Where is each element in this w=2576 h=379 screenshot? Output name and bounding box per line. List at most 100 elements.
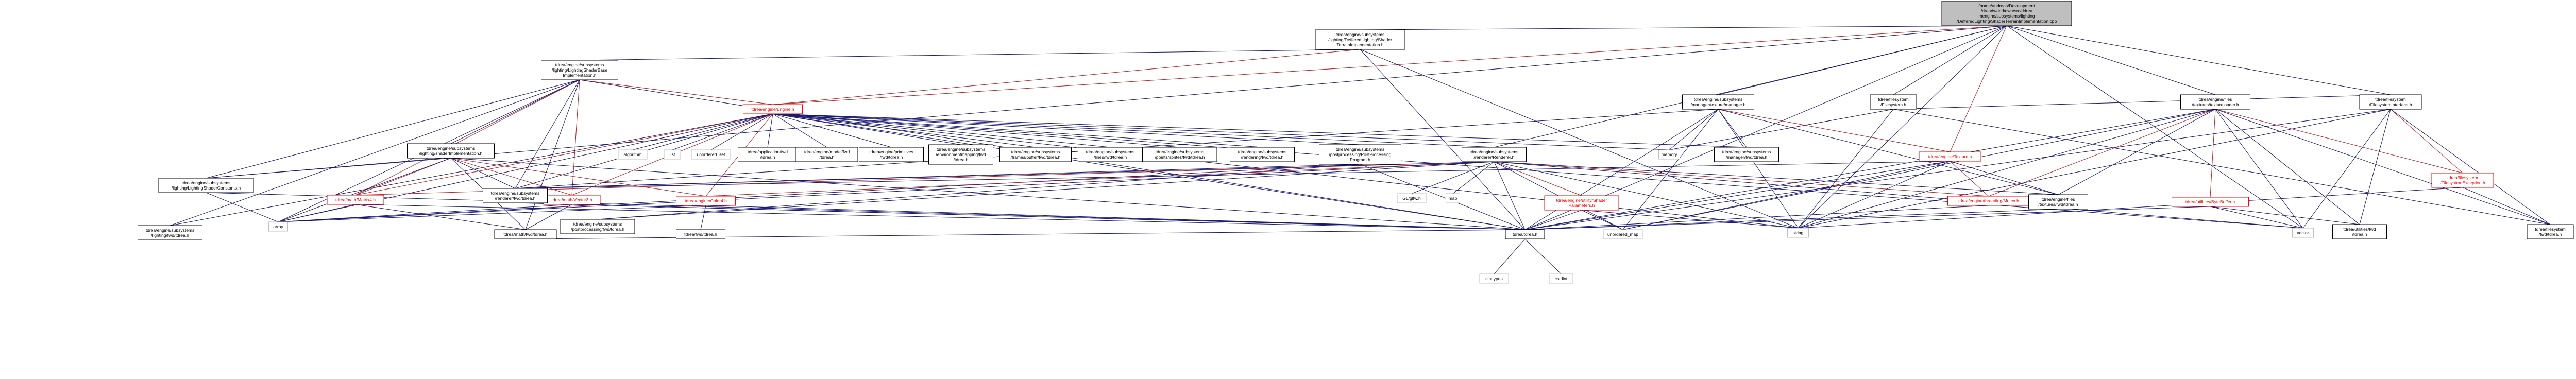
node-box bbox=[407, 143, 495, 159]
node-box bbox=[1479, 273, 1509, 284]
edge-texture-to-texfwd bbox=[1950, 161, 2059, 195]
graph-node-lightfwd[interactable]: tdrea/engine/subsystems/lighting/fwd/tdr… bbox=[138, 225, 202, 240]
graph-node-texfwd[interactable]: tdrea/engine/files/textures/fwd/tdrea.h bbox=[2028, 194, 2088, 210]
graph-node-linesfwd[interactable]: tdrea/engine/subsystems/lines/fwd/tdrea.… bbox=[1078, 147, 1143, 162]
node-label-line: /environmentmapping/fwd bbox=[936, 152, 986, 157]
graph-node-modelfwd[interactable]: tdrea/engine/model/fwd/tdrea.h bbox=[795, 147, 858, 162]
edge-renderer-to-string bbox=[1494, 161, 1799, 229]
graph-node-dlsr[interactable]: tdrea/engine/subsystems/lighting/Lightin… bbox=[541, 60, 618, 80]
graph-node-primfwd[interactable]: tdrea/engine/primitives/fwd/tdrea.h bbox=[859, 147, 924, 162]
graph-node-matrix4[interactable]: tdrea/math/Matrix4.h bbox=[327, 195, 384, 205]
node-label-line: /frames/buffer/fwd/tdrea.h bbox=[1011, 154, 1061, 160]
node-box bbox=[1714, 147, 1779, 162]
edge-renderer-to-rendfwd2 bbox=[515, 161, 1495, 189]
node-label-line: tdrea/engine/subsystems bbox=[182, 180, 231, 185]
node-box bbox=[1230, 147, 1295, 162]
graph-node-mathfwd[interactable]: tdrea/math/fwd/tdrea.h bbox=[494, 229, 557, 239]
graph-node-rendfwd[interactable]: tdrea/engine/subsystems/rendering/fwd/td… bbox=[1230, 147, 1295, 162]
node-box bbox=[327, 195, 384, 205]
graph-node-fwdfwd[interactable]: tdrea/fwd/tdrea.h bbox=[676, 229, 725, 239]
node-box bbox=[1142, 147, 1217, 162]
graph-node-utilfwd[interactable]: tdrea/utilities/fwd/tdrea.h bbox=[2332, 224, 2387, 239]
node-label-line: tdrea/engine/subsystems bbox=[937, 147, 986, 152]
graph-node-appfwd[interactable]: tdrea/application/fwd/tdrea.h bbox=[738, 147, 798, 162]
edge-root-to-fsint bbox=[2006, 25, 2391, 95]
node-box bbox=[1919, 151, 1981, 162]
node-box bbox=[795, 147, 858, 162]
edge-matrix4-to-mathfwd bbox=[355, 204, 526, 230]
graph-node-tmgr[interactable]: tdrea/engine/subsystems/manager/texture/… bbox=[1682, 94, 1754, 110]
node-box bbox=[1603, 229, 1643, 239]
graph-node-vector: vector bbox=[2292, 228, 2314, 238]
node-label-line: GL/glfw.h bbox=[1402, 196, 1421, 201]
graph-node-ptsfwd[interactable]: tdrea/engine/subsystems/points/sprites/f… bbox=[1142, 147, 1217, 162]
node-label-line: /tdrea.h bbox=[820, 154, 835, 160]
edge-tload-to-mutex bbox=[1988, 109, 2216, 197]
graph-node-postproc[interactable]: tdrea/engine/subsystems/postprocessing/P… bbox=[1319, 144, 1401, 165]
edge-tdreah-to-cstdint bbox=[1524, 238, 1562, 274]
graph-node-framesfwd[interactable]: tdrea/engine/subsystems/frames/buffer/fw… bbox=[999, 147, 1072, 162]
edge-renderer-to-shparams bbox=[1494, 161, 1582, 196]
graph-node-dshti[interactable]: tdrea/engine/subsystems/lighting/Deffere… bbox=[1315, 29, 1405, 50]
node-label-line: /manager/fwd/tdrea.h bbox=[1726, 154, 1768, 160]
node-label-line: tdrea/filesystem bbox=[2535, 227, 2566, 232]
node-label-line: /renderer/fwd/tdrea.h bbox=[495, 196, 536, 201]
graph-node-mutex[interactable]: tdrea/engine/threading/Mutex.h bbox=[1947, 196, 2030, 206]
node-label-line: /tdrea.h bbox=[760, 154, 775, 160]
node-label-line: map bbox=[1449, 196, 1458, 201]
graph-node-engine[interactable]: tdrea/engine/Engine.h bbox=[743, 104, 803, 114]
graph-node-memory: memory bbox=[1658, 149, 1680, 160]
edge-tmgr-to-texfwd bbox=[1718, 109, 2059, 195]
graph-node-color[interactable]: tdrea/engine/Color4.h bbox=[676, 196, 736, 206]
edge-root-to-renderer bbox=[1494, 25, 2007, 148]
graph-node-umap2: unordered_map bbox=[1603, 229, 1643, 239]
graph-node-algorithm: algorithm bbox=[618, 149, 648, 160]
node-box bbox=[676, 196, 736, 206]
edge-renderer-to-color bbox=[705, 161, 1495, 197]
edge-engine-to-umap bbox=[710, 113, 773, 150]
node-label-line: /lighting/LightingShaderConstants.h bbox=[172, 185, 241, 191]
graph-node-mgrfwd[interactable]: tdrea/engine/subsystems/manager/fwd/tdre… bbox=[1714, 147, 1779, 162]
node-label-line: tdrea/engine/subsystems bbox=[1722, 149, 1771, 154]
node-box bbox=[999, 147, 1072, 162]
graph-node-fsint[interactable]: tdrea/filesystem/FilesystemInterface.h bbox=[2359, 94, 2422, 110]
edge-fsys-to-fsfwd bbox=[1893, 109, 2551, 225]
graph-node-tdreah[interactable]: tdrea/tdrea.h bbox=[1505, 229, 1545, 239]
edge-shimp-to-color bbox=[450, 158, 706, 197]
graph-node-shimp[interactable]: tdrea/engine/subsystems/lighting/shaderI… bbox=[407, 143, 495, 159]
edge-tload-to-fsexc bbox=[2215, 109, 2463, 174]
edge-color-to-array bbox=[278, 205, 706, 222]
edge-vector3-to-mathfwd bbox=[525, 204, 572, 230]
node-label-line: /tdrea.h bbox=[954, 157, 969, 162]
graph-node-vector3[interactable]: tdrea/math/Vector3.h bbox=[543, 195, 601, 205]
graph-node-tload[interactable]: tdrea/engine/files/textures/textureloade… bbox=[2180, 94, 2250, 110]
node-box bbox=[2527, 224, 2574, 239]
edge-tload-to-bytebuf bbox=[2210, 109, 2216, 198]
graph-node-texture[interactable]: tdrea/engine/Texture.h bbox=[1919, 151, 1981, 162]
node-box bbox=[560, 219, 635, 234]
graph-node-lscnst[interactable]: tdrea/engine/subsystems/lighting/Lightin… bbox=[158, 178, 254, 193]
edge-shimp-to-array bbox=[278, 158, 451, 222]
edge-renderer-to-mutex bbox=[1494, 161, 1989, 197]
node-box bbox=[494, 229, 557, 239]
graph-node-bytebuf[interactable]: tdrea/utilities/ByteBuffer.h bbox=[2172, 197, 2249, 207]
graph-node-fsfwd[interactable]: tdrea/filesystem/fwd/tdrea.h bbox=[2527, 224, 2574, 239]
graph-node-renderer[interactable]: tdrea/engine/subsystems/renderer/Rendere… bbox=[1462, 147, 1527, 162]
edge-rendfwd2-to-tdreah bbox=[515, 202, 1526, 230]
edge-renderer-to-map bbox=[1452, 161, 1495, 194]
graph-node-rendfwd2[interactable]: tdrea/engine/subsystems/renderer/fwd/tdr… bbox=[483, 188, 548, 203]
graph-node-fsys[interactable]: tdrea/filesystem/Filesystem.h bbox=[1870, 94, 1917, 110]
graph-node-envfwd[interactable]: tdrea/engine/subsystems/environmentmappi… bbox=[928, 144, 993, 165]
graph-node-cinttypes: cinttypes bbox=[1479, 273, 1509, 284]
node-label-line: tdrea/engine/subsystems bbox=[1086, 149, 1135, 154]
edge-matrix4-to-tdreah bbox=[355, 204, 1526, 230]
edge-root-to-vector bbox=[2006, 25, 2303, 229]
node-label-line: tdrea/engine/subsystems bbox=[555, 62, 604, 67]
node-label-line: tdrea/engine/subsystems bbox=[573, 221, 622, 227]
edge-texture-to-string bbox=[1798, 161, 1951, 229]
graph-node-fsexc[interactable]: tdrea/filesystem/FilesystemException.h bbox=[2431, 173, 2494, 188]
node-label-line: /FilesystemException.h bbox=[2440, 180, 2485, 185]
graph-node-ppfwd[interactable]: tdrea/engine/subsystems/postprocessing/f… bbox=[560, 219, 635, 234]
edge-dlsr-to-lscnst bbox=[206, 79, 580, 179]
